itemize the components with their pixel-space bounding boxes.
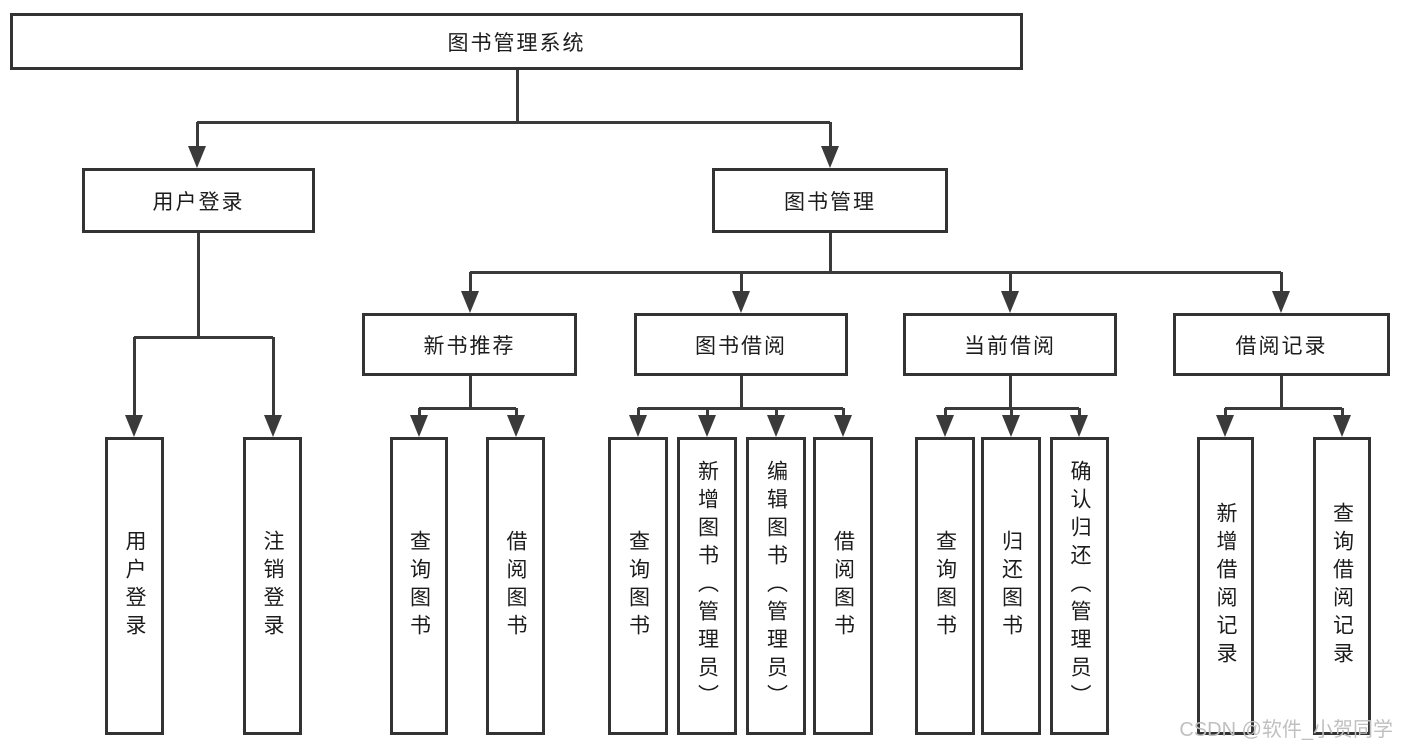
leaf-add-books-admin: 新增图书（管理员）: [677, 437, 737, 735]
node-label: 归还图书: [999, 530, 1023, 642]
leaf-add-borrow-record: 新增借阅记录: [1197, 437, 1254, 735]
leaf-query-books-current: 查询图书: [915, 437, 975, 735]
arrowhead-down-icon: [1333, 415, 1351, 437]
arrowhead-down-icon: [732, 291, 750, 313]
connector-line: [1224, 408, 1227, 417]
node-book-management: 图书管理: [712, 168, 948, 233]
connector-line: [842, 408, 845, 417]
arrowhead-down-icon: [936, 415, 954, 437]
arrowhead-down-icon: [507, 415, 525, 437]
leaf-borrow-books: 借阅图书: [813, 437, 873, 735]
leaf-query-books-recommend: 查询图书: [390, 437, 448, 735]
connector-line: [470, 271, 1281, 274]
connector-line: [515, 408, 518, 417]
connector-line: [740, 376, 743, 408]
node-label: 查询图书: [407, 530, 431, 642]
node-label: 查询图书: [626, 530, 650, 642]
node-label: 新增借阅记录: [1214, 502, 1237, 670]
node-label: 新书推荐: [423, 334, 516, 358]
leaf-query-borrow-record: 查询借阅记录: [1313, 437, 1371, 735]
node-label: 图书管理: [784, 190, 876, 214]
connector-line: [196, 122, 199, 148]
arrowhead-down-icon: [821, 146, 839, 168]
node-label: 当前借阅: [964, 334, 1056, 358]
connector-line: [272, 337, 275, 417]
connector-line: [706, 408, 709, 417]
arrowhead-down-icon: [125, 415, 143, 437]
arrowhead-down-icon: [1272, 291, 1290, 313]
node-new-book-recommend: 新书推荐: [362, 313, 577, 376]
connector-line: [740, 272, 743, 293]
connector-line: [469, 272, 472, 293]
node-label: 借阅图书: [504, 530, 527, 642]
node-label: 查询借阅记录: [1330, 502, 1354, 670]
leaf-borrow-books-recommend: 借阅图书: [486, 437, 545, 735]
arrowhead-down-icon: [698, 415, 716, 437]
connector-line: [637, 408, 640, 417]
node-label: 新增图书（管理员）: [695, 460, 719, 712]
leaf-edit-books-admin: 编辑图书（管理员）: [746, 437, 806, 735]
connector-line: [419, 407, 516, 410]
arrowhead-down-icon: [1070, 415, 1088, 437]
node-label: 借阅图书: [831, 530, 855, 642]
connector-line: [1010, 408, 1013, 417]
arrowhead-down-icon: [1001, 291, 1019, 313]
node-label: 用户登录: [152, 190, 245, 214]
connector-line: [944, 408, 947, 417]
node-label: 图书管理系统: [447, 31, 586, 55]
connector-line: [1009, 272, 1012, 293]
connector-line: [469, 376, 472, 408]
connector-line: [1280, 272, 1283, 293]
node-label: 查询图书: [933, 530, 957, 642]
connector-line: [134, 336, 273, 339]
leaf-user-login: 用户登录: [105, 437, 164, 735]
node-label: 用户登录: [123, 530, 146, 642]
node-book-borrowing: 图书借阅: [634, 313, 848, 376]
connector-line: [197, 121, 830, 124]
leaf-confirm-return-admin: 确认归还（管理员）: [1050, 437, 1109, 735]
node-label: 确认归还（管理员）: [1068, 460, 1091, 712]
connector-line: [775, 408, 778, 417]
node-user-login: 用户登录: [82, 168, 315, 233]
arrowhead-down-icon: [461, 291, 479, 313]
node-label: 注销登录: [261, 530, 284, 642]
arrowhead-down-icon: [1216, 415, 1234, 437]
node-label: 编辑图书（管理员）: [764, 460, 788, 712]
connector-line: [1078, 408, 1081, 417]
connector-line: [1280, 376, 1283, 408]
arrowhead-down-icon: [410, 415, 428, 437]
node-label: 图书借阅: [695, 334, 787, 358]
arrowhead-down-icon: [767, 415, 785, 437]
node-current-borrowing: 当前借阅: [903, 313, 1117, 376]
arrowhead-down-icon: [188, 146, 206, 168]
connector-line: [1009, 376, 1012, 408]
arrowhead-down-icon: [629, 415, 647, 437]
connector-line: [829, 122, 832, 148]
connector-line: [418, 408, 421, 417]
arrowhead-down-icon: [264, 415, 282, 437]
arrowhead-down-icon: [1002, 415, 1020, 437]
node-label: 借阅记录: [1235, 334, 1328, 358]
leaf-query-books-borrowing: 查询图书: [608, 437, 668, 735]
watermark: CSDN @软件_小贺同学: [1179, 719, 1393, 741]
connector-line: [516, 70, 519, 122]
connector-line: [1341, 408, 1344, 417]
connector-line: [829, 233, 832, 272]
connector-line: [197, 233, 200, 337]
node-library-management-system: 图书管理系统: [10, 13, 1023, 70]
connector-line: [133, 337, 136, 417]
connector-line: [1225, 407, 1342, 410]
leaf-logout: 注销登录: [243, 437, 302, 735]
node-borrowing-records: 借阅记录: [1173, 313, 1390, 376]
connector-line: [638, 407, 843, 410]
arrowhead-down-icon: [834, 415, 852, 437]
leaf-return-books: 归还图书: [981, 437, 1041, 735]
